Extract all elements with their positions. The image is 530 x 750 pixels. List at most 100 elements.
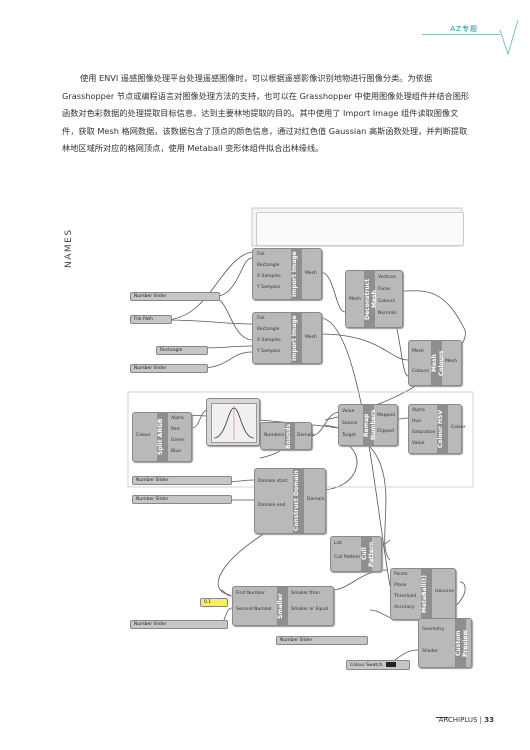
swatch-color-icon — [385, 662, 396, 667]
port-x-samples[interactable]: X Samples — [257, 274, 281, 279]
number-slider-5[interactable]: Number Slider — [130, 620, 228, 629]
number-slider-6[interactable]: Number Slider — [276, 636, 368, 645]
port-y-samples[interactable]: Y Samples — [257, 349, 281, 354]
port-second-number[interactable]: Second Number — [236, 607, 273, 612]
port-smaller-than[interactable]: Smaller than — [291, 591, 320, 596]
colour-hsv-node[interactable]: Alpha Hue Saturation Value Colour HSV Co… — [408, 404, 466, 454]
port-faces[interactable]: Faces — [378, 287, 391, 292]
remap-numbers-node[interactable]: Value Source Target Remap Numbers Mapped… — [338, 404, 398, 446]
port-domain-end[interactable]: Domain end — [258, 503, 286, 508]
import-image-node-1[interactable]: File Rectangle X Samples Y Samples Impor… — [252, 248, 322, 300]
body-paragraph: 使用 ENVI 遥感图像处理平台处理遥感图像时，可以根据遥感影像识别地物进行图像… — [62, 73, 470, 153]
mesh-colours-node[interactable]: Mesh Colours Mesh Colours Mesh — [408, 340, 462, 386]
port-alpha[interactable]: Alpha — [412, 408, 425, 413]
import-image-node-2[interactable]: File Rectangle X Samples Y Samples Impor… — [252, 312, 322, 364]
header-chevron-icon — [499, 19, 519, 56]
port-numbers[interactable]: Numbers — [264, 433, 285, 438]
cull-pattern-node[interactable]: List Cull Pattern Cull Pattern — [330, 536, 382, 572]
port-rectangle[interactable]: Rectangle — [257, 327, 280, 332]
port-mapped[interactable]: Mapped — [377, 413, 395, 418]
node-title: Remap Numbers — [363, 405, 377, 445]
metaball-node[interactable]: Points Plane Threshold Accuracy MetaBall… — [390, 568, 456, 620]
node-title: Custom Preview — [455, 619, 469, 667]
port-cull-pattern[interactable]: Cull Pattern — [334, 555, 361, 560]
rectangle-param[interactable]: Rectangle — [156, 346, 208, 355]
split-argb-node[interactable]: Colour Split ARGB Alpha Red Green Blue — [132, 412, 192, 462]
port-shader[interactable]: Shader — [422, 649, 438, 654]
port-file[interactable]: File — [257, 316, 265, 321]
port-colours-in[interactable]: Colours — [412, 369, 429, 374]
gaussian-curve-icon — [211, 403, 257, 443]
port-accuracy[interactable]: Accuracy — [394, 605, 415, 610]
node-title: MetaBall(t) — [421, 569, 432, 619]
port-first-number[interactable]: First Number — [236, 591, 265, 596]
bounds-node[interactable]: Numbers Bounds Domain — [260, 422, 315, 450]
port-mesh-in[interactable]: Mesh — [412, 349, 424, 354]
node-title: Cull Pattern — [361, 537, 375, 571]
port-smaller-or-equal[interactable]: Smaller or Equal — [291, 607, 329, 612]
port-list[interactable]: List — [334, 541, 342, 546]
port-alpha[interactable]: Alpha — [171, 416, 184, 421]
port-file[interactable]: File — [257, 252, 265, 257]
deconstruct-mesh-node[interactable]: Mesh Deconstruct Mesh Vertices Faces Col… — [345, 270, 403, 328]
port-mesh-in[interactable]: Mesh — [349, 297, 361, 302]
text-panel[interactable] — [256, 212, 464, 246]
port-domain-start[interactable]: Domain start — [258, 479, 288, 484]
port-rectangle[interactable]: Rectangle — [257, 263, 280, 268]
port-red[interactable]: Red — [171, 427, 180, 432]
node-title: Smaller — [277, 587, 288, 625]
file-path-param[interactable]: File Path — [130, 315, 172, 324]
side-label: NAMES — [58, 220, 80, 268]
node-title: Split ARGB — [157, 413, 168, 461]
page-number: 33 — [484, 716, 494, 724]
node-title: Colour HSV — [437, 405, 448, 453]
port-value[interactable]: Value — [342, 409, 355, 414]
node-title: Import Image — [291, 313, 302, 363]
port-isocurve[interactable]: Isocurve — [435, 589, 455, 594]
port-domain[interactable]: Domain — [297, 433, 315, 438]
port-green[interactable]: Green — [171, 438, 185, 443]
port-source[interactable]: Source — [342, 421, 358, 426]
port-geometry[interactable]: Geometry — [422, 627, 445, 632]
port-target[interactable]: Target — [342, 433, 356, 438]
graph-mapper-node[interactable] — [206, 398, 260, 446]
smaller-node[interactable]: First Number Second Number Smaller Small… — [232, 586, 334, 626]
node-title: Bounds — [285, 423, 295, 449]
port-domain-out[interactable]: Domain — [307, 497, 325, 502]
number-slider-4[interactable]: Number Slider — [132, 495, 232, 504]
port-value[interactable]: Value — [412, 441, 425, 446]
footer-rule — [436, 717, 448, 718]
colour-swatch-label: Colour Swatch — [350, 663, 383, 668]
header-label: AZ专题 — [450, 25, 478, 33]
port-hue[interactable]: Hue — [412, 419, 422, 424]
number-slider-2[interactable]: Number Slider — [130, 364, 208, 373]
colour-swatch-param[interactable]: Colour Swatch — [346, 660, 410, 670]
port-y-samples[interactable]: Y Samples — [257, 285, 281, 290]
port-mesh-out[interactable]: Mesh — [305, 271, 317, 276]
port-mesh-out[interactable]: Mesh — [305, 335, 317, 340]
footer-brand: ARCHIPLUS — [438, 716, 478, 724]
number-slider-1[interactable]: Number Slider — [130, 292, 220, 301]
construct-domain-node[interactable]: Domain start Domain end Construct Domain… — [254, 468, 326, 534]
side-label-text: NAMES — [64, 228, 74, 268]
port-normals[interactable]: Normals — [378, 311, 397, 316]
port-saturation[interactable]: Saturation — [412, 430, 436, 435]
footer: ARCHIPLUS | 33 — [438, 716, 494, 724]
port-plane[interactable]: Plane — [394, 583, 407, 588]
port-clipped[interactable]: Clipped — [377, 429, 394, 434]
port-colour-out[interactable]: Colour — [451, 425, 466, 430]
port-mesh-out[interactable]: Mesh — [445, 359, 457, 364]
port-vertices[interactable]: Vertices — [378, 275, 396, 280]
port-threshold[interactable]: Threshold — [394, 594, 417, 599]
header-rule — [422, 34, 500, 35]
value-panel[interactable]: 0.1 — [200, 598, 228, 607]
number-slider-3[interactable]: Number Slider — [132, 476, 232, 485]
node-title: Deconstruct Mesh — [364, 271, 378, 327]
custom-preview-node[interactable]: Geometry Shader Custom Preview — [418, 618, 472, 668]
port-points[interactable]: Points — [394, 572, 408, 577]
port-colours[interactable]: Colours — [378, 299, 395, 304]
port-colour-in[interactable]: Colour — [136, 433, 151, 438]
node-title: Construct Domain — [293, 469, 304, 533]
port-blue[interactable]: Blue — [171, 449, 181, 454]
port-x-samples[interactable]: X Samples — [257, 338, 281, 343]
